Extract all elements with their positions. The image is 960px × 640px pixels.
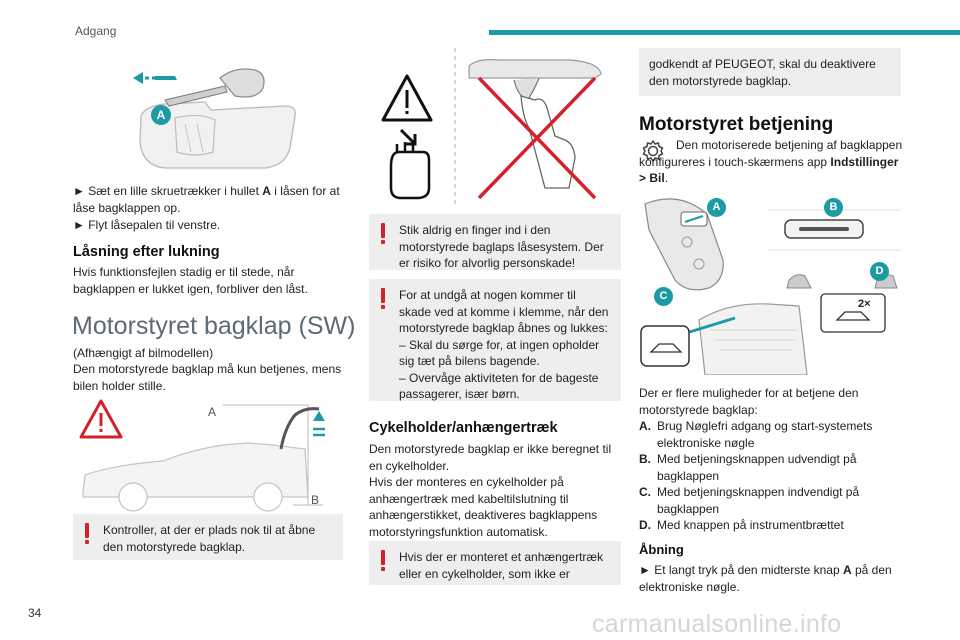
para-bike-holder: Den motorstyrede bagklap er ikke beregne…: [369, 442, 612, 473]
para-towbar-deactivation: Hvis der monteres en cykelholder på anhæ…: [369, 475, 598, 539]
diagram-label-b: B: [311, 493, 320, 507]
page-number: 34: [28, 606, 42, 620]
ways-list: A.Brug Nøglefri adgang og start-systemet…: [639, 418, 907, 534]
warning-icon: [85, 523, 90, 544]
step-move-latch: ► Flyt låsepalen til venstre.: [73, 218, 221, 232]
diagram-label-a: A: [208, 405, 217, 419]
list-item: C.Med betjeningsknappen indvendigt på ba…: [639, 485, 860, 516]
finger-hazard-illustration: [369, 48, 621, 213]
list-item: A.Brug Nøglefri adgang og start-systemet…: [639, 419, 873, 450]
callout-a-badge: A: [707, 198, 726, 217]
list-item: D.Med knappen på instrumentbrættet: [639, 518, 844, 532]
warning-icon: [381, 550, 386, 571]
callout-d-badge: D: [870, 262, 889, 281]
list-item: B.Med betjeningsknappen udvendigt på bag…: [639, 452, 857, 483]
tailgate-lock-illustration: [85, 48, 355, 183]
para-model-note: (Afhængigt af bilmodellen): [73, 346, 214, 360]
heading-power-operation: Motorstyret betjening: [639, 114, 834, 135]
callout-a-badge: A: [151, 105, 171, 125]
heading-bike-towbar: Cykelholder/anhængertræk: [369, 420, 558, 436]
para-opening-key: ► Et langt tryk på den midterste knap A …: [639, 563, 892, 594]
para-config-settings: Den motoriserede betjening af bagklappen…: [639, 138, 903, 185]
warning-clamp: For at undgå at nogen kommer til skade v…: [369, 279, 621, 401]
heading-lock-after-close: Låsning efter lukning: [73, 244, 220, 260]
warning-icon: [381, 223, 386, 244]
clearance-diagram: [73, 397, 343, 517]
heading-power-tailgate: Motorstyret bagklap (SW): [72, 312, 356, 340]
callout-c-badge: C: [654, 287, 673, 306]
controls-illustration: [639, 190, 901, 380]
callout-b-badge: B: [824, 198, 843, 217]
running-header: Adgang: [75, 24, 117, 38]
settings-gear-icon: [640, 138, 666, 169]
warning-clearance: Kontroller, at der er plads nok til at å…: [73, 514, 343, 560]
watermark: carmanualsonline.info: [592, 610, 842, 638]
double-press-badge: 2×: [858, 298, 871, 310]
warning-icon: [381, 288, 386, 309]
para-lock-after-close: Hvis funktionsfejlen stadig er til stede…: [73, 265, 308, 296]
header-accent-bar: [489, 30, 960, 35]
warning-towbar-continued: godkendt af PEUGEOT, skal du deaktivere …: [639, 48, 901, 96]
para-stationary-note: Den motorstyrede bagklap må kun betjenes…: [73, 362, 342, 393]
para-ways-intro: Der er flere muligheder for at betjene d…: [639, 386, 859, 417]
heading-opening: Åbning: [639, 542, 684, 557]
warning-finger: Stik aldrig en finger ind i den motorsty…: [369, 214, 621, 270]
warning-towbar: Hvis der er monteret et anhængertræk ell…: [369, 541, 621, 585]
step-screwdriver: ► Sæt en lille skruetrækker i hullet A i…: [73, 183, 343, 234]
